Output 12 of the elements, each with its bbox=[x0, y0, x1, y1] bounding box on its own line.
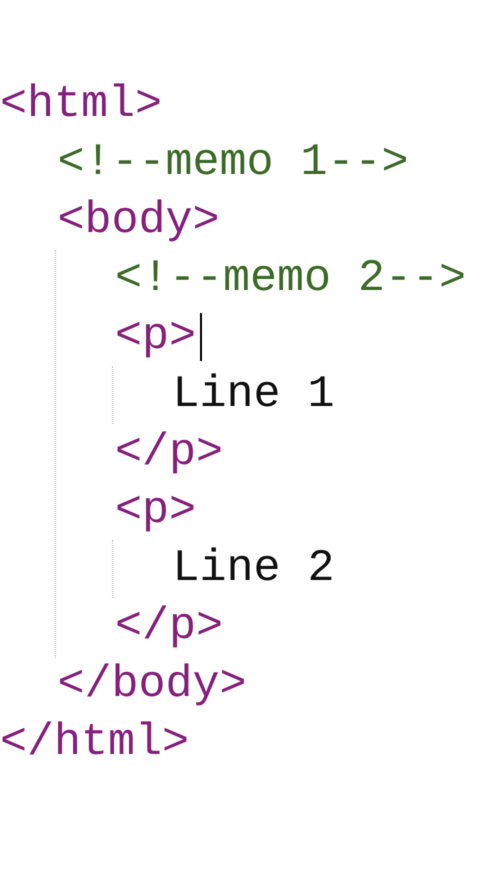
code-line: <html> bbox=[0, 78, 162, 132]
code-line: Line 1 bbox=[172, 368, 335, 422]
code-line: </p> bbox=[115, 426, 224, 480]
code-line: <body> bbox=[58, 194, 220, 248]
code-line: <!--memo 1--> bbox=[58, 136, 409, 190]
code-line: Line 2 bbox=[172, 542, 335, 596]
code-line: </body> bbox=[58, 658, 247, 712]
code-line: <p> bbox=[115, 310, 196, 364]
code-line: <p> bbox=[115, 484, 196, 538]
code-line: <!--memo 2--> bbox=[115, 252, 466, 306]
code-line: </p> bbox=[115, 600, 224, 654]
code-line: </html> bbox=[0, 716, 190, 770]
